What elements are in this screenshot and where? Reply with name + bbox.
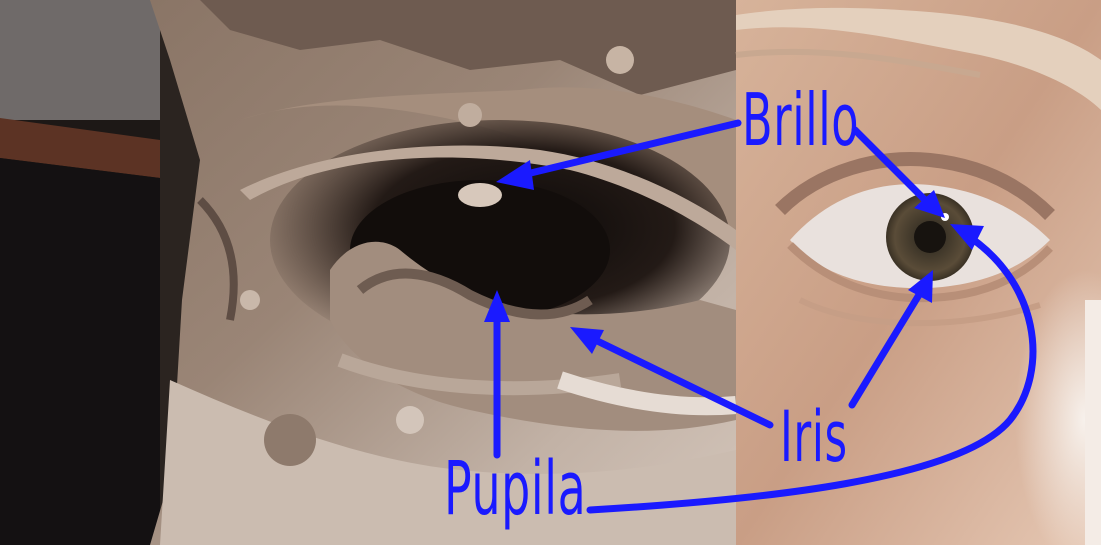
label-iris: Iris	[780, 402, 848, 472]
label-brillo: Brillo	[742, 84, 859, 156]
label-pupila: Pupila	[444, 452, 586, 526]
sculpture-photo	[0, 0, 736, 545]
